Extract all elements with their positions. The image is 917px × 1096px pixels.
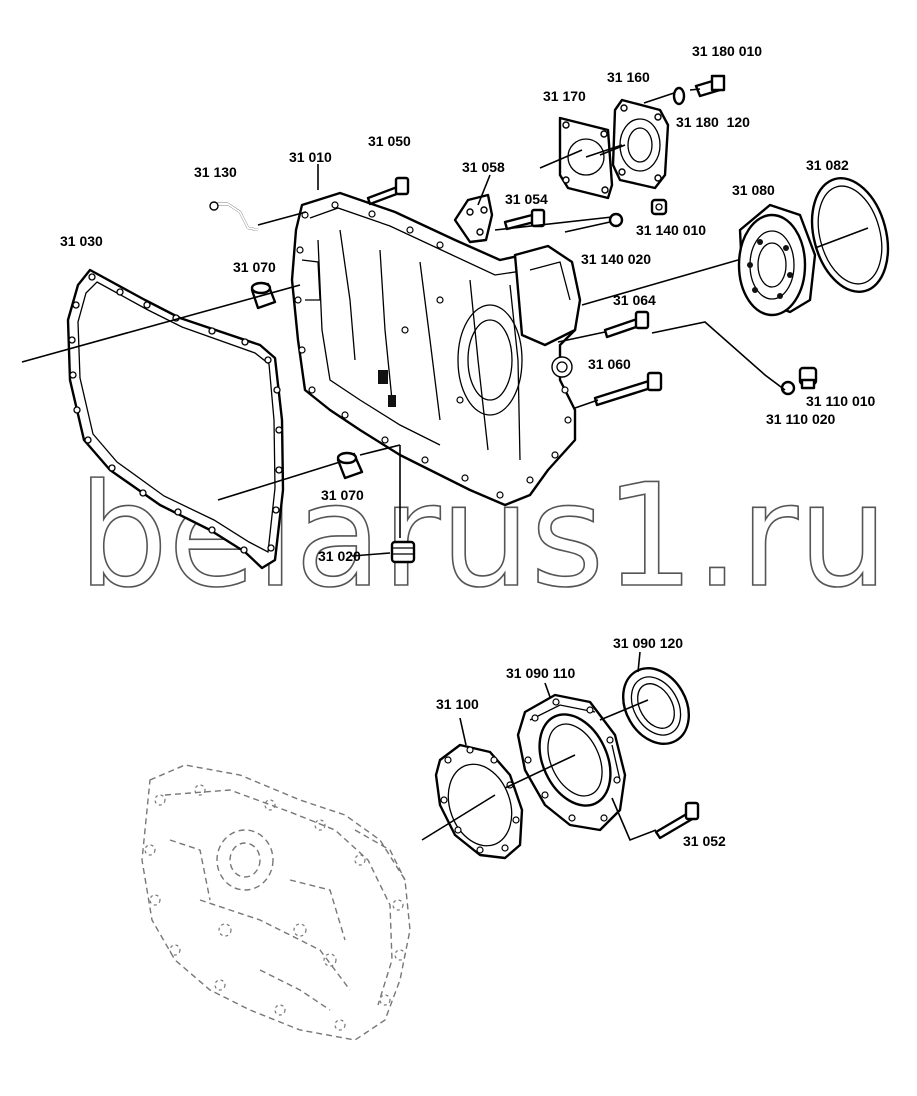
label-31070a: 31 070 [233,259,276,275]
seal-31090120 [622,667,690,745]
bolt-31180010 [694,74,726,98]
label-31100: 31 100 [436,696,479,712]
label-31090120: 31 090 120 [613,635,683,651]
leader-lines-upper [21,88,869,557]
label-31064: 31 064 [613,292,656,308]
label-31090110: 31 090 110 [506,665,576,681]
bearing-31080 [737,203,817,317]
housing-31010 [290,191,582,507]
cover-31090110 [516,693,627,832]
label-31060: 31 060 [588,356,631,372]
dowel-31070a [250,281,277,310]
plug-31110010 [798,366,818,390]
plug-31020 [390,540,416,564]
label-31180120: 31 180 120 [676,114,750,130]
bolt-31050 [366,176,410,206]
gasket-31100 [434,743,524,860]
bracket-31058 [453,193,494,244]
bearing-cover-31160 [611,98,670,190]
label-31030: 31 030 [60,233,103,249]
bolt-31060 [593,371,663,407]
ghost-housing [141,764,411,1041]
label-31140010: 31 140 010 [636,222,706,238]
washer-31180120 [672,86,686,106]
pipe-31130 [209,201,259,232]
leader-lines-lower [421,651,657,842]
label-31110020: 31 110 020 [766,411,836,427]
bolt-31052 [654,801,700,840]
washer-31110020 [780,380,796,396]
label-31058: 31 058 [462,159,505,175]
label-31080: 31 080 [732,182,775,198]
label-31070b: 31 070 [321,487,364,503]
plug-31140010 [650,198,668,216]
label-31020: 31 020 [318,548,361,564]
label-31110010: 31 110 010 [806,393,876,409]
label-31054: 31 054 [505,191,548,207]
label-31082: 31 082 [806,157,849,173]
label-31160: 31 160 [607,69,650,85]
label-31010: 31 010 [289,149,332,165]
label-31140020: 31 140 020 [581,251,651,267]
label-31050: 31 050 [368,133,411,149]
dowel-31070b [336,451,364,480]
part-labels: 31 180 010 31 160 31 170 31 180 120 31 0… [60,43,876,849]
label-31170: 31 170 [543,88,586,104]
washer-31140020 [608,212,624,228]
cover-plate-31170 [558,116,614,200]
bolt-31064 [603,310,650,339]
label-31130: 31 130 [194,164,237,180]
label-31052: 31 052 [683,833,726,849]
label-31180010: 31 180 010 [692,43,762,59]
gasket-31030 [66,268,285,570]
